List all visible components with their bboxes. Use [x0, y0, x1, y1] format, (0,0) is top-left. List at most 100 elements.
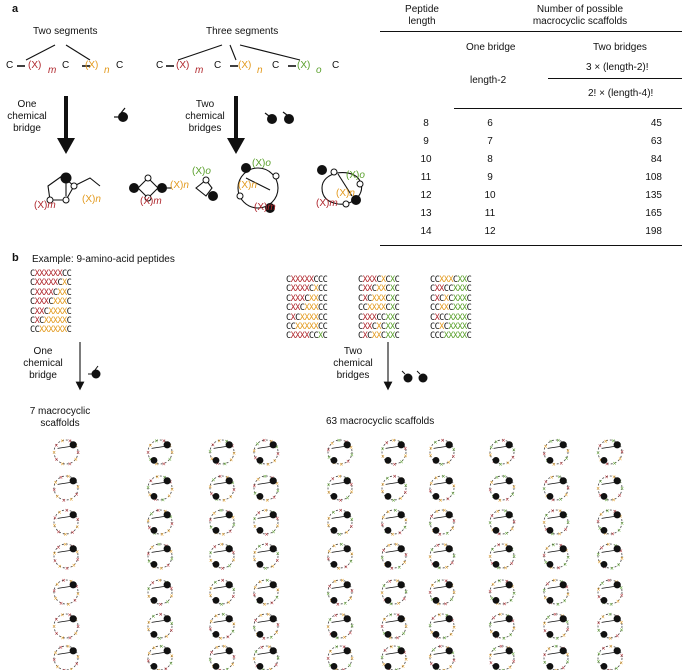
svg-text:×: ×: [255, 442, 259, 448]
scaffold-thumbnail: ××××××××××: [488, 612, 516, 642]
scaffold-thumbnail: ××××××××××: [252, 542, 279, 572]
svg-text:×: ×: [59, 601, 63, 607]
svg-text:×: ×: [510, 527, 514, 533]
svg-text:×: ×: [428, 522, 432, 528]
svg-text:×: ×: [542, 487, 546, 493]
svg-text:×: ×: [609, 644, 613, 650]
svg-text:×: ×: [402, 650, 406, 656]
svg-text:×: ×: [228, 529, 232, 535]
svg-text:×: ×: [72, 563, 76, 569]
svg-text:×: ×: [154, 439, 158, 445]
product-xn: (X)n: [336, 188, 355, 199]
svg-text:×: ×: [75, 662, 79, 668]
scaffold-thumbnail: ××××××××××: [52, 644, 80, 670]
svg-text:×: ×: [620, 486, 624, 492]
svg-text:×: ×: [54, 457, 58, 463]
scaffold-thumbnail: ××××××××××: [428, 542, 456, 571]
svg-text:×: ×: [217, 438, 221, 444]
svg-text:×: ×: [52, 523, 56, 529]
svg-text:×: ×: [496, 509, 500, 515]
svg-text:×: ×: [338, 498, 342, 504]
scaffold-thumbnail: ××××××××××: [542, 474, 570, 503]
sequence-line: CXCXCXXXC: [430, 293, 472, 304]
svg-text:×: ×: [504, 543, 508, 549]
svg-text:×: ×: [428, 623, 432, 629]
svg-text:×: ×: [219, 636, 223, 642]
svg-text:×: ×: [428, 453, 432, 459]
svg-text:×: ×: [444, 579, 448, 585]
scaffold-thumbnail: ××××××××××: [146, 644, 174, 670]
svg-text:×: ×: [222, 498, 226, 504]
svg-text:×: ×: [168, 480, 172, 486]
svg-text:×: ×: [401, 664, 405, 670]
svg-text:×: ×: [388, 635, 392, 641]
formula-one: length-2: [470, 75, 507, 86]
svg-text:×: ×: [252, 557, 256, 563]
cys-token: C: [156, 60, 164, 71]
scaffold-thumbnail: ××××××××××: [597, 612, 624, 642]
product-dots: [60, 163, 361, 213]
n-subscript: n: [104, 65, 110, 76]
svg-text:×: ×: [564, 548, 568, 554]
svg-text:×: ×: [381, 515, 385, 521]
svg-text:×: ×: [159, 612, 163, 618]
svg-text:×: ×: [332, 544, 336, 550]
svg-text:×: ×: [445, 613, 449, 619]
svg-text:×: ×: [225, 667, 229, 670]
cys-token: C: [116, 60, 124, 71]
panel-b-reagent-icons: [88, 365, 428, 383]
svg-text:×: ×: [617, 528, 621, 534]
svg-text:×: ×: [165, 600, 169, 606]
svg-text:×: ×: [619, 628, 623, 634]
svg-text:×: ×: [219, 508, 223, 514]
svg-text:×: ×: [566, 555, 570, 561]
svg-text:×: ×: [157, 668, 161, 670]
svg-text:×: ×: [397, 565, 401, 571]
svg-text:×: ×: [349, 445, 353, 451]
svg-text:×: ×: [327, 549, 331, 555]
svg-text:×: ×: [619, 620, 623, 626]
sequence-line: CXCXXXCXC: [358, 293, 400, 304]
svg-text:×: ×: [208, 449, 212, 455]
svg-text:×: ×: [404, 453, 408, 459]
svg-text:×: ×: [450, 561, 454, 567]
svg-text:×: ×: [542, 520, 546, 526]
svg-text:×: ×: [565, 585, 569, 591]
svg-text:×: ×: [151, 614, 155, 620]
svg-text:×: ×: [264, 508, 268, 514]
svg-text:×: ×: [432, 647, 436, 653]
product-open-dots: [46, 168, 364, 208]
svg-text:×: ×: [60, 439, 64, 445]
svg-text:×: ×: [509, 598, 513, 604]
svg-text:×: ×: [501, 438, 505, 444]
svg-text:×: ×: [149, 512, 153, 518]
scaffold-thumbnail: ××××××××××: [326, 645, 354, 670]
svg-text:×: ×: [162, 439, 166, 445]
svg-text:×: ×: [146, 485, 150, 491]
svg-text:×: ×: [512, 484, 516, 490]
svg-text:×: ×: [53, 650, 57, 656]
svg-text:×: ×: [443, 542, 447, 548]
svg-text:×: ×: [620, 593, 624, 599]
svg-text:×: ×: [165, 634, 169, 640]
svg-text:×: ×: [452, 447, 456, 453]
scaffold-thumbnail: ××××××××××: [596, 644, 624, 670]
scaffold-thumbnail: ××××××××××: [380, 438, 407, 468]
svg-text:×: ×: [430, 630, 434, 636]
svg-text:×: ×: [491, 582, 495, 588]
svg-text:×: ×: [231, 480, 235, 486]
m-subscript: m: [48, 65, 57, 76]
svg-text:×: ×: [499, 644, 503, 650]
svg-text:×: ×: [542, 553, 546, 559]
svg-text:×: ×: [327, 455, 331, 461]
svg-text:×: ×: [336, 602, 340, 608]
svg-text:×: ×: [596, 519, 600, 525]
svg-text:×: ×: [497, 578, 501, 584]
example-label: Example: 9-amino-acid peptides: [32, 254, 175, 265]
svg-text:×: ×: [598, 493, 602, 499]
svg-text:×: ×: [549, 439, 553, 445]
svg-text:×: ×: [169, 628, 173, 634]
svg-text:×: ×: [221, 612, 225, 618]
svg-text:×: ×: [275, 481, 279, 487]
